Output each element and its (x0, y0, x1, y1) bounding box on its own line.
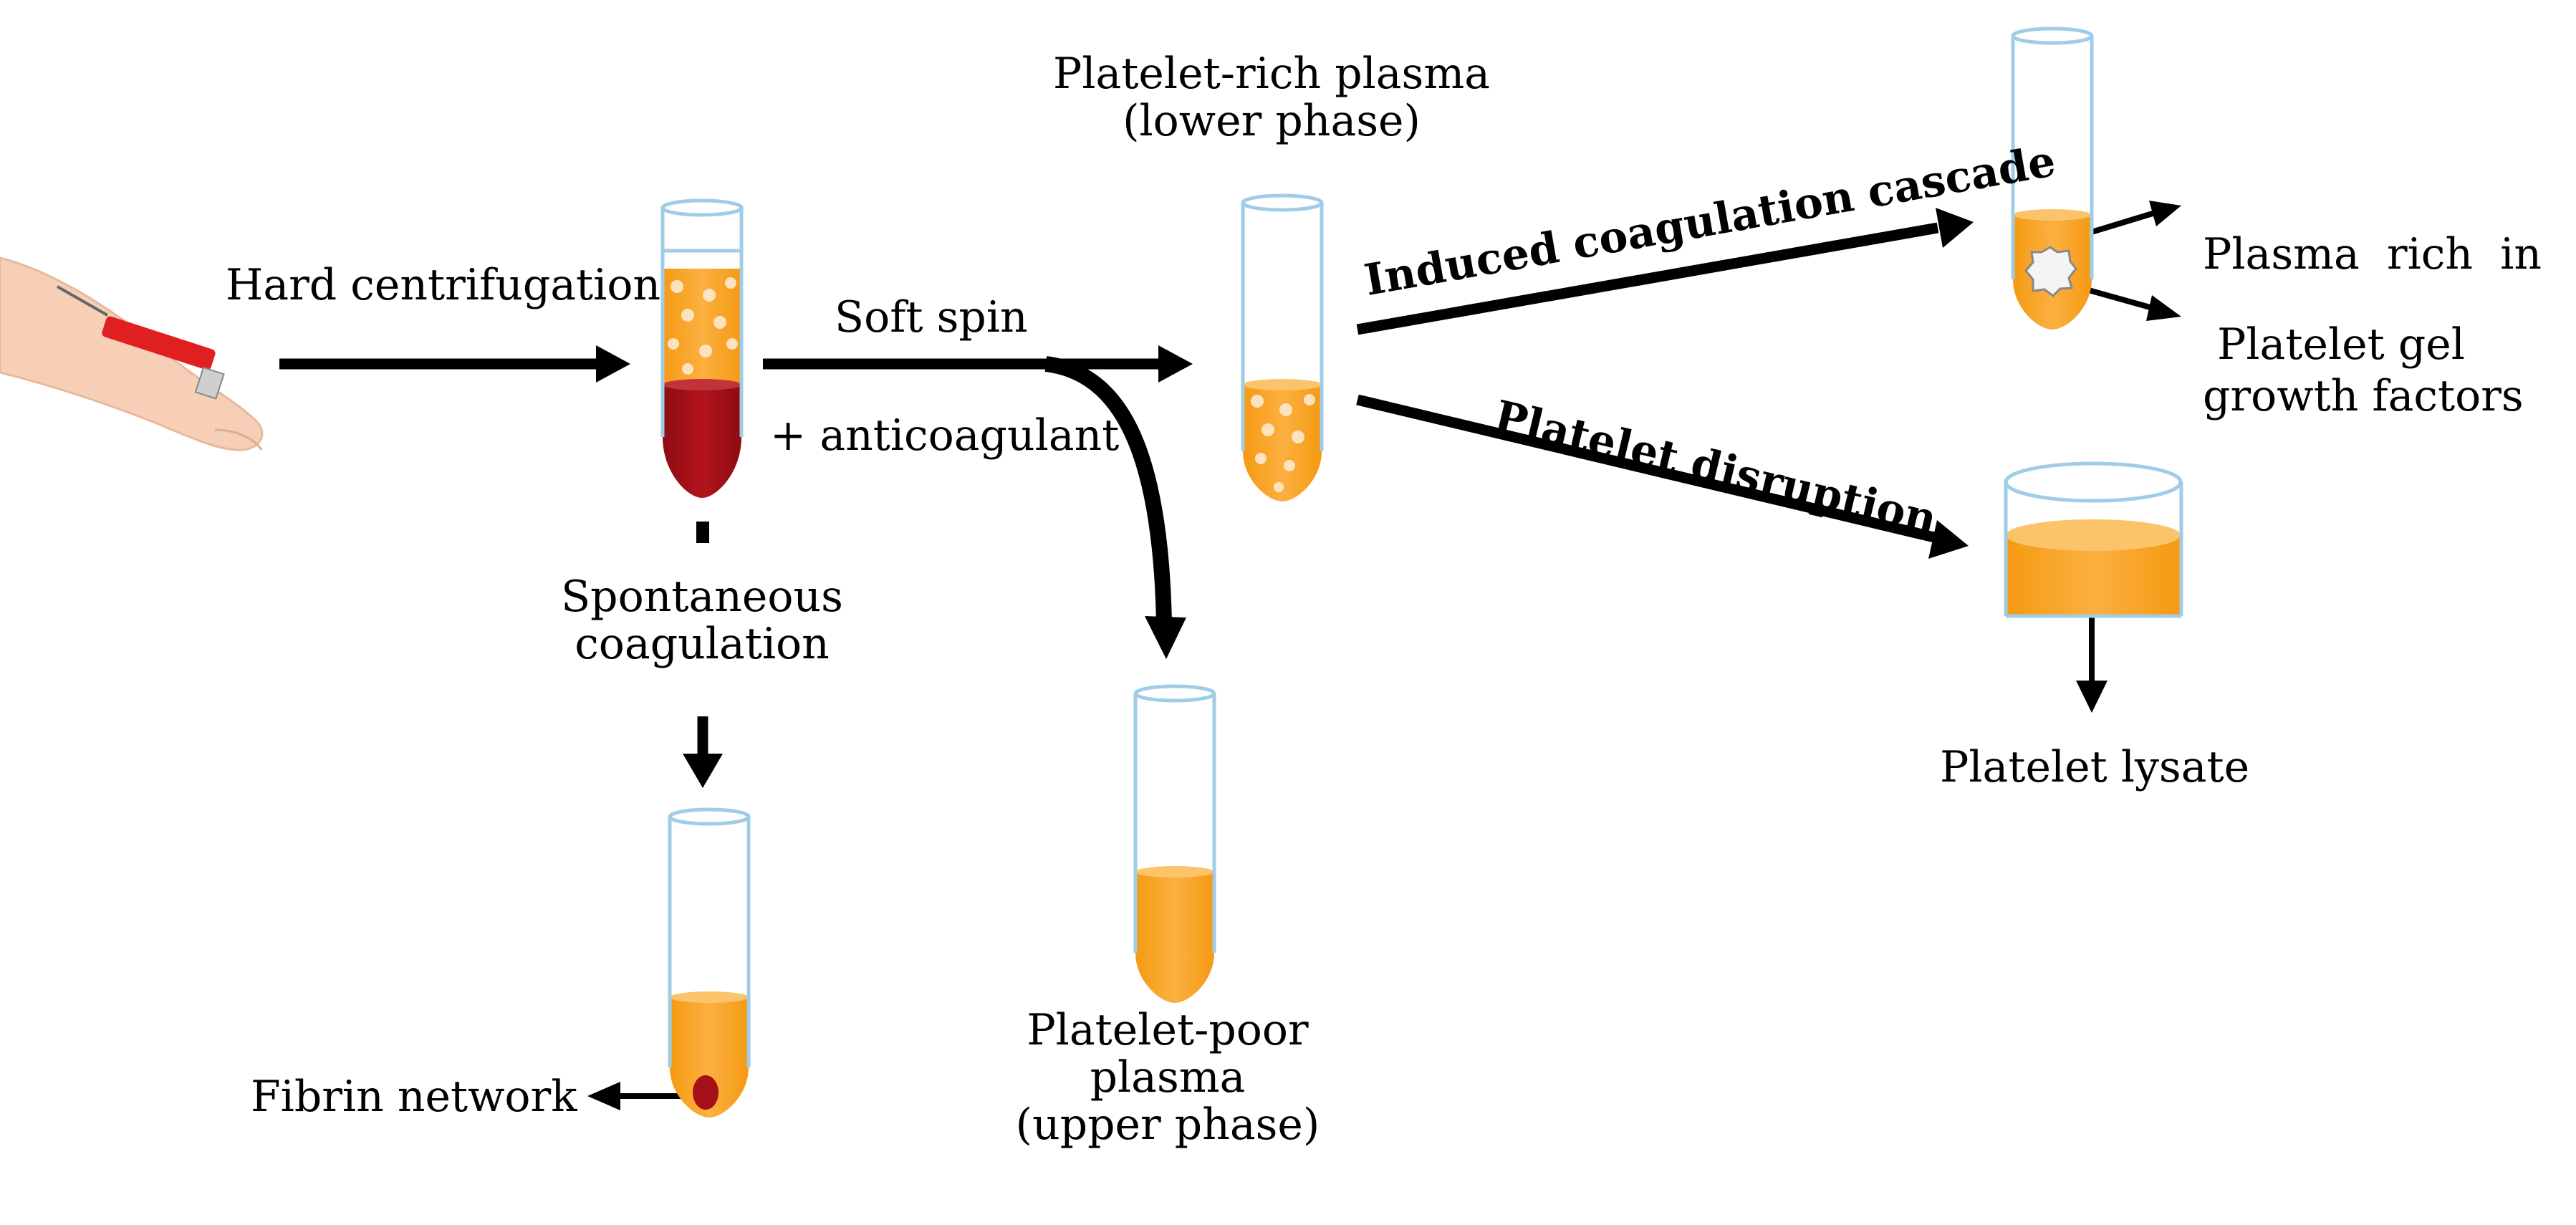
arm-with-syringe-illustration (0, 256, 264, 451)
fibrin-clot (693, 1075, 719, 1110)
ppp-label-line1: Platelet-poor (1027, 1005, 1309, 1055)
prp-label-line1: Platelet-rich plasma (1052, 49, 1491, 99)
fibrin-network-tube (668, 807, 751, 1118)
prgf-label: Plasma rich in growth factors (2203, 136, 2542, 467)
platelet-gel-label: Platelet gel (2217, 320, 2465, 370)
syringe-icon (57, 285, 225, 400)
platelet-lysate-beaker (2004, 461, 2183, 618)
arrows (279, 201, 2181, 1110)
spontaneous-coagulation-label: Spontaneous coagulation (523, 573, 881, 668)
platelet-gel-tube (2011, 27, 2094, 330)
fibrin-network-label: Fibrin network (251, 1072, 577, 1122)
platelet-rich-plasma-label: Platelet-rich plasma (lower phase) (1039, 50, 1504, 145)
induced-coagulation-arrow (1356, 222, 1939, 335)
platelet-poor-plasma-tube (1133, 684, 1216, 1003)
ppp-label-line2: plasma (1090, 1052, 1246, 1102)
anticoagulant-label: + anticoagulant (770, 410, 1120, 461)
platelet-poor-plasma-label: Platelet-poor plasma (upper phase) (989, 1007, 1347, 1148)
platelet-rich-plasma-tube (1241, 193, 1324, 501)
hard-centrifugation-label: Hard centrifugation (226, 260, 661, 310)
prp-label-line2: (lower phase) (1123, 96, 1421, 146)
platelet-lysate-label: Platelet lysate (1940, 742, 2250, 792)
spontaneous-label-line2: coagulation (575, 619, 830, 669)
centrifuged-blood-tube (660, 198, 744, 498)
ppp-label-line3: (upper phase) (1015, 1100, 1320, 1150)
dash-marker (696, 522, 709, 543)
spontaneous-label-line1: Spontaneous (561, 572, 843, 622)
prgf-label-line2: growth factors (2203, 371, 2524, 421)
soft-spin-label: Soft spin (835, 292, 1028, 342)
platelet-gel-clot (2024, 246, 2077, 297)
platelet-disruption-arrow (1356, 394, 1936, 543)
curved-arrow-to-ppp (1044, 356, 1172, 624)
prgf-label-line1: Plasma rich in (2203, 229, 2542, 279)
